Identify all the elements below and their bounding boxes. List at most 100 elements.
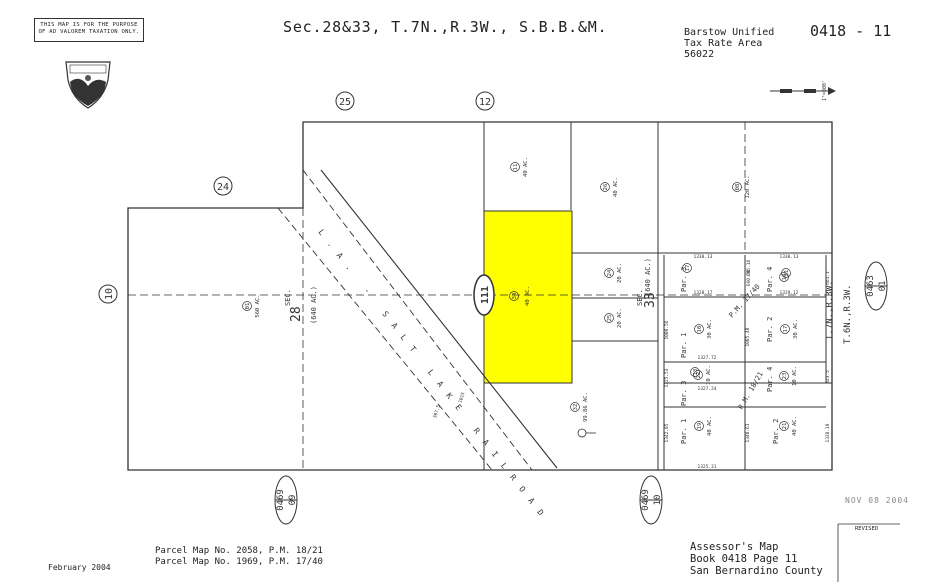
par2-lower-label: Par. 2 <box>772 419 780 444</box>
parcel-number: 26 <box>603 184 609 191</box>
parcel-acreage: 40 AC. <box>523 157 529 177</box>
par2-upper-label: Par. 2 <box>766 317 774 342</box>
par1-lower-label: Par. 1 <box>680 419 688 444</box>
adjacent-map-bottom-left-bottom: 09 <box>288 495 298 506</box>
route-shield: 111 <box>473 274 495 316</box>
parcel-acreage: 99.86 AC. <box>583 392 589 422</box>
adjacent-map-left: 10 <box>104 288 115 300</box>
parcel-number: 23 <box>782 373 788 380</box>
parcel-circle <box>694 324 704 334</box>
district-info: Barstow Unified Tax Rate Area 56022 <box>684 27 774 60</box>
parcel-number: 24 <box>607 269 613 276</box>
adjacent-map-top-right: 12 <box>479 97 491 108</box>
parcel-circle <box>242 301 252 311</box>
adjacent-map-bottom-right-top: 0469 <box>641 489 651 511</box>
parcel-number: 18 <box>782 274 788 281</box>
sec28-prefix: SEC. <box>284 289 292 306</box>
dimension-label: 685.18 <box>746 260 752 277</box>
parcel-map-ref-2: Parcel Map No. 1969, P.M. 17/40 <box>155 557 323 567</box>
parcel-map-references: Parcel Map No. 2058, P.M. 18/21 Parcel M… <box>155 546 323 568</box>
parcel-circle <box>693 370 703 380</box>
highlighted-parcel-circle <box>509 291 519 301</box>
dimension-label: 1330.13 <box>694 254 713 260</box>
parcel-acreage: 10 AC. <box>706 365 712 385</box>
par3-lower-label: Par. 3 <box>680 381 688 406</box>
parcel-acreage: 20 AC. <box>617 308 623 328</box>
dimension-label: 1330.13 <box>780 254 799 260</box>
parcel-acreage: 40 AC. <box>792 416 798 436</box>
parcel-number: 21 <box>784 270 790 277</box>
adjacent-map-bottom-left: 0469 09 <box>274 475 298 525</box>
parcel-circle <box>510 162 520 172</box>
assessor-book-page: Book 0418 Page 11 <box>690 553 798 565</box>
scale-label: 1"=800' <box>822 80 828 101</box>
svg-text:111: 111 <box>480 286 491 304</box>
dimension-label: 1329.12 <box>780 290 799 296</box>
dimension-label: 1342.05 <box>664 423 670 442</box>
district-name: Barstow Unified <box>684 27 775 38</box>
adjacent-map-right-bottom: 01 <box>878 281 888 292</box>
parcel-circle <box>604 313 614 323</box>
parcel-labels: 11 40 AC. 26 40 AC. 08 120 AC. 24 20 AC. 25 20 AC… <box>242 157 799 436</box>
parcel-circle <box>604 268 614 278</box>
adjacent-map-bottom-right: 0469 10 <box>639 475 663 525</box>
taxation-disclaimer-box: THIS MAP IS FOR THE PURPOSE OF AD VALORE… <box>34 18 144 42</box>
parcel-circle <box>732 182 742 192</box>
parcel-number: 13 <box>693 369 699 376</box>
parcel-number: 17 <box>685 265 691 272</box>
parcel-circle <box>694 421 704 431</box>
parcel-acreage: 120 AC. <box>745 175 751 198</box>
parcel-acreage: 40 AC. <box>707 416 713 436</box>
parcel-circle <box>779 371 789 381</box>
north-arrow-icon <box>770 87 836 95</box>
parcel-number: 19 <box>697 423 703 430</box>
railroad-right-of-way <box>277 169 558 471</box>
highlighted-parcel-number: 34 <box>512 292 518 299</box>
dimension-label: 1327.72 <box>698 355 717 361</box>
parcel-acreage: 30 AC. <box>793 319 799 339</box>
revised-label: REVISED <box>855 526 879 532</box>
dimension-label: 1015 <box>458 391 467 403</box>
parcel-number: 32 <box>573 404 579 411</box>
dimension-label: 1327.24 <box>698 386 717 392</box>
parcel-number: 01 <box>245 303 251 310</box>
par4-upper-label: Par. 4 <box>766 267 774 292</box>
assessor-map-info: Assessor's Map Book 0418 Page 11 San Ber… <box>690 541 823 577</box>
parcel-number: 11 <box>513 164 519 171</box>
parcel-circle <box>682 263 692 273</box>
parcel-map-lower: P.M. 18/21 <box>737 370 765 411</box>
par1-upper-label: Par. 1 <box>680 333 688 358</box>
township-upper-label: T.7N.,R.3W. <box>825 280 835 340</box>
dimension-label: 1000.56 <box>664 320 670 339</box>
dimension-labels: 1330.131328.171327.721325.311327.241330.… <box>432 254 831 470</box>
sec28-number: 28 <box>289 306 304 322</box>
dimension-label: 661.1 <box>825 271 831 285</box>
par3-upper-label: Par. 3 <box>680 267 688 292</box>
parcel-acreage: 40 AC. <box>613 177 619 197</box>
parcel-number: 08 <box>735 184 741 191</box>
parcel-acreage: 20 AC. <box>617 263 623 283</box>
sec28-acres: (640 AC.) <box>310 286 318 324</box>
tax-rate-area-number: 56022 <box>684 49 715 60</box>
assessor-map-title: Assessor's Map <box>690 541 779 553</box>
parcel-map-ref-1: Parcel Map No. 2058, P.M. 18/21 <box>155 546 323 556</box>
received-stamp: NOV 08 2004 <box>845 496 909 505</box>
map-date: February 2004 <box>48 563 111 572</box>
map-number: 0418 - 11 <box>810 22 892 40</box>
township-lower-label: T.6N.,R.3W. <box>843 284 853 344</box>
parcel-circle <box>600 182 610 192</box>
parcel-acreage: 30 AC. <box>707 319 713 339</box>
adjacent-map-bottom-left-top: 0469 <box>276 489 286 511</box>
dimension-label: 323.5 <box>825 370 831 384</box>
parcel-circle <box>570 402 580 412</box>
sec33-acres: (640 AC.) <box>644 258 652 296</box>
dimension-label: 1320.19 <box>825 423 831 442</box>
assessor-county: San Bernardino County <box>690 565 823 577</box>
highlighted-parcel <box>483 210 573 384</box>
dimension-label: 660.78 <box>746 270 752 287</box>
parcel-acreage: 10 AC. <box>792 366 798 386</box>
adjacent-map-right: 0463 01 <box>864 261 888 311</box>
adjacent-map-top-left: 25 <box>339 97 351 108</box>
parcel-number: 25 <box>607 315 613 322</box>
